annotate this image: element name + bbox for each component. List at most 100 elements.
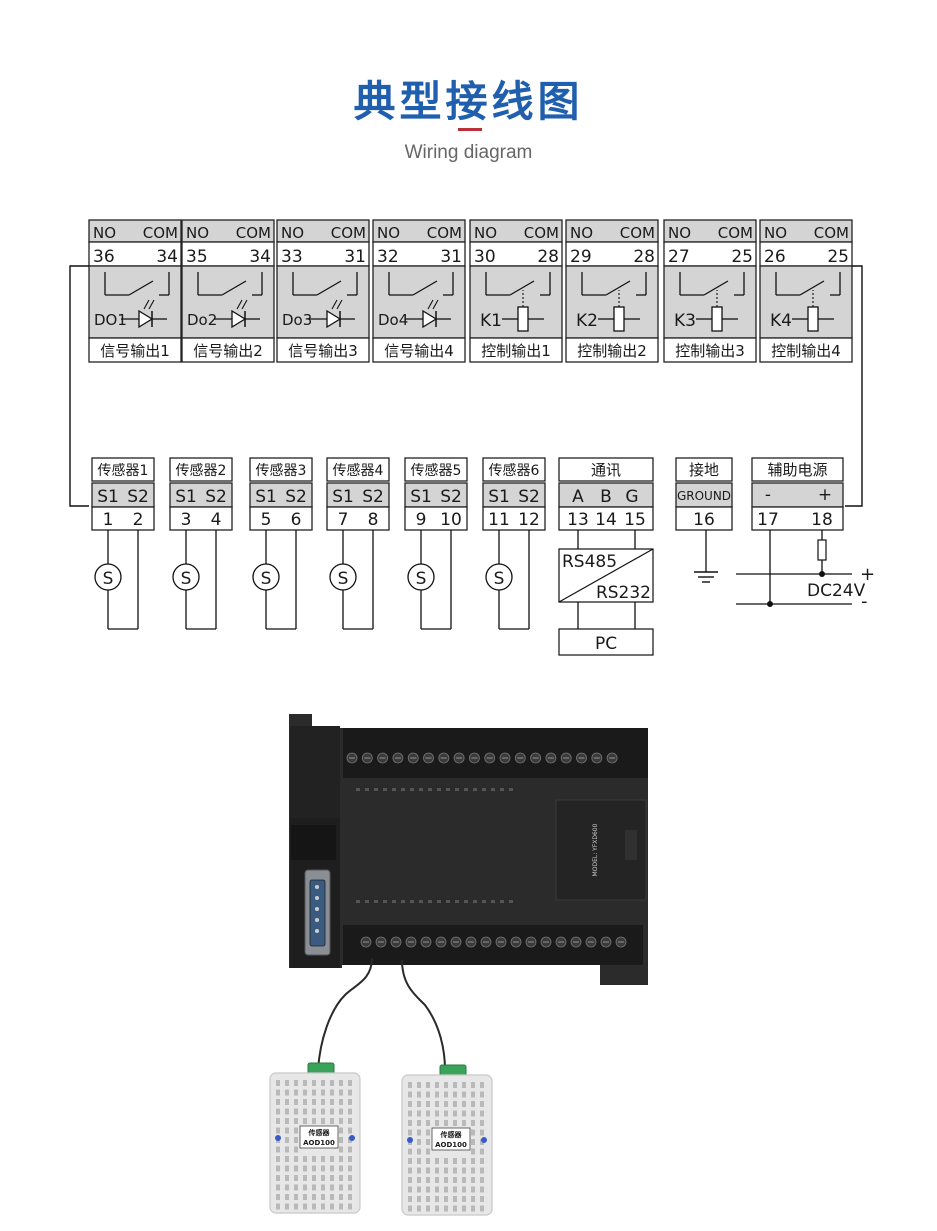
- led-top: [428, 788, 432, 791]
- vent-slot: [285, 1099, 289, 1105]
- vent-slot: [471, 1167, 475, 1174]
- vent-slot: [276, 1118, 280, 1124]
- vent-slot: [444, 1186, 448, 1193]
- vent-slot: [444, 1177, 448, 1183]
- vent-slot: [453, 1205, 457, 1212]
- led-top: [509, 788, 513, 791]
- mount-hole: [275, 1135, 281, 1141]
- sensor-cable: [401, 959, 446, 1071]
- vent-slot: [462, 1158, 466, 1164]
- vent-slot: [417, 1205, 421, 1212]
- sensor-terminal-s2: S2: [362, 487, 384, 507]
- diode-arrow: [336, 299, 343, 310]
- output-name: 信号输出2: [193, 342, 263, 360]
- vent-slot: [453, 1091, 457, 1098]
- com-pin: 28: [633, 247, 655, 267]
- vent-slot: [444, 1167, 448, 1174]
- vent-slot: [330, 1118, 334, 1124]
- vent-slot: [276, 1175, 280, 1181]
- contact-blade: [703, 280, 729, 296]
- vent-slot: [408, 1148, 412, 1155]
- vent-slot: [312, 1108, 316, 1115]
- vent-slot: [480, 1091, 484, 1098]
- vent-slot: [480, 1101, 484, 1107]
- comm-pin: 14: [595, 510, 617, 530]
- com-label: COM: [524, 224, 559, 242]
- relay-coil: [613, 306, 625, 332]
- device-label: Do2: [187, 311, 217, 329]
- vent-slot: [471, 1110, 475, 1117]
- vent-slot: [276, 1089, 280, 1096]
- sensor-terminal-s1: S1: [332, 487, 354, 507]
- vent-slot: [417, 1186, 421, 1193]
- led-bottom: [356, 900, 360, 903]
- vent-slot: [312, 1194, 316, 1200]
- sensor-terminal-row: [169, 482, 233, 508]
- vent-slot: [339, 1127, 343, 1134]
- output-name: 信号输出4: [384, 342, 454, 360]
- ground-terminal: GROUND: [677, 489, 731, 503]
- led-bottom: [419, 900, 423, 903]
- vent-slot: [303, 1089, 307, 1096]
- db9-pin: [315, 918, 319, 922]
- supply-minus: -: [861, 591, 868, 612]
- sensor-symbol-letter: S: [261, 569, 272, 589]
- comm-name-box: [558, 457, 654, 482]
- vent-slot: [471, 1129, 475, 1136]
- vent-slot: [417, 1148, 421, 1155]
- sensor-pin-1: 11: [488, 510, 510, 530]
- sensor-terminal-s2: S2: [285, 487, 307, 507]
- contact-blade: [509, 280, 535, 296]
- output-body: [663, 265, 757, 339]
- vent-slot: [294, 1156, 298, 1162]
- diode-triangle: [326, 309, 342, 329]
- output-name-row: [88, 337, 182, 363]
- diode-triangle: [231, 309, 247, 329]
- vent-slot: [285, 1127, 289, 1134]
- vent-slot: [339, 1137, 343, 1143]
- vent-slot: [417, 1082, 421, 1088]
- device-label: K4: [770, 311, 792, 331]
- sensor-name-box: [404, 457, 468, 482]
- vent-slot: [471, 1177, 475, 1183]
- led-top: [401, 788, 405, 791]
- sensor-terminal-s1: S1: [410, 487, 432, 507]
- vent-slot: [435, 1177, 439, 1183]
- diode-arrow: [331, 299, 338, 310]
- vent-slot: [330, 1099, 334, 1105]
- bottom-terminal-strip: [343, 925, 643, 965]
- diode-arrow: [143, 299, 150, 310]
- led-bottom: [437, 900, 441, 903]
- vent-slot: [321, 1099, 325, 1105]
- vent-slot: [285, 1184, 289, 1191]
- led-top: [410, 788, 414, 791]
- supply-label: DC24V: [807, 581, 866, 601]
- vent-slot: [321, 1184, 325, 1191]
- vent-slot: [294, 1080, 298, 1086]
- vent-slot: [294, 1146, 298, 1153]
- vent-slot: [303, 1108, 307, 1115]
- led-top: [491, 788, 495, 791]
- vent-slot: [303, 1165, 307, 1172]
- title-underline: [458, 128, 482, 131]
- vent-slot: [285, 1080, 289, 1086]
- output-body: [181, 265, 275, 339]
- sensor-terminal-s1: S1: [97, 487, 119, 507]
- vent-slot: [480, 1186, 484, 1193]
- vent-slot: [330, 1108, 334, 1115]
- vent-slot: [285, 1146, 289, 1153]
- device-label: Do3: [282, 311, 312, 329]
- device-label: DO1: [94, 311, 127, 329]
- vent-slot: [444, 1101, 448, 1107]
- vent-slot: [408, 1129, 412, 1136]
- junction-dot: [819, 571, 825, 577]
- vent-slot: [417, 1110, 421, 1117]
- no-pin: 33: [281, 247, 303, 267]
- sensor-pin-row: [169, 506, 233, 531]
